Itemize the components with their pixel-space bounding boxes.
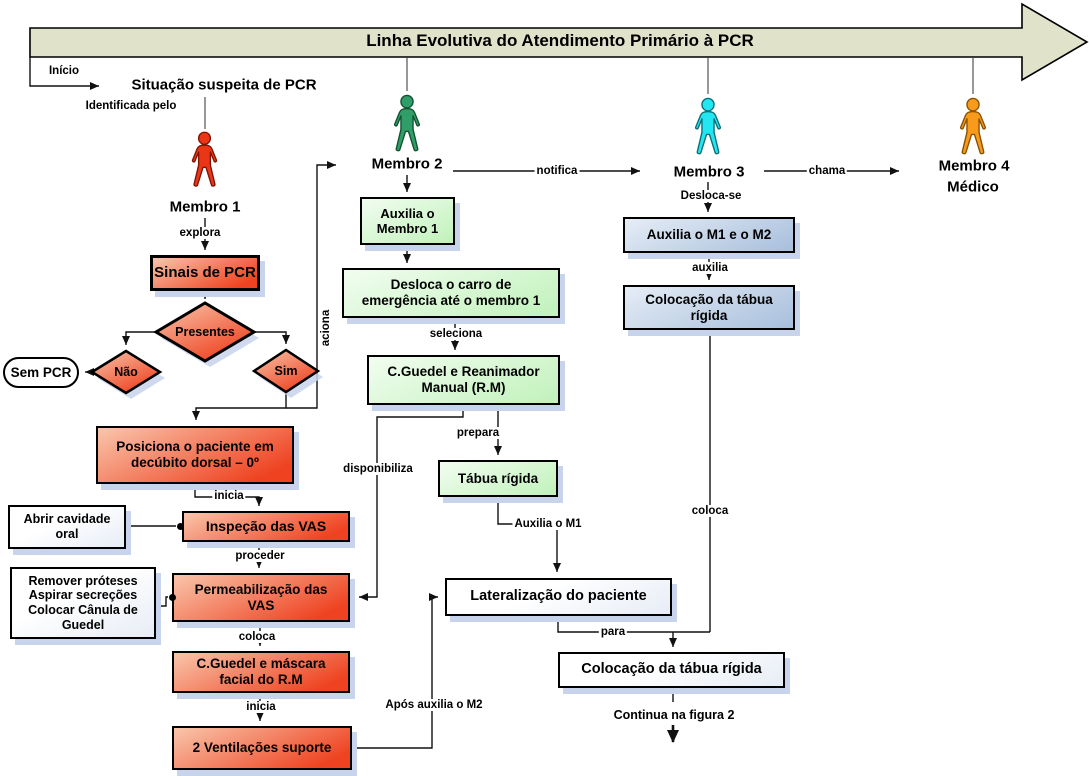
flow-node-posiciona-paciente: Posiciona o paciente em decúbito dorsal … bbox=[96, 426, 294, 484]
diamond-label-presentes: Presentes bbox=[175, 325, 235, 339]
flow-node-tabua-rigida: Tábua rígida bbox=[438, 460, 558, 497]
edge-label-para: para bbox=[598, 626, 628, 638]
diamond-nao bbox=[89, 349, 163, 395]
flow-node-inspecao-vas: Inspeção das VAS bbox=[182, 511, 350, 542]
edge-disponibiliza bbox=[359, 405, 464, 601]
edge-label-inicia-2: inicia bbox=[244, 701, 278, 713]
timeline-title: Linha Evolutiva do Atendimento Primário … bbox=[366, 31, 754, 50]
flow-node-colocacao-tabua-m3: Colocação da tábua rígida bbox=[623, 285, 795, 330]
edge-label-auxilia-o-m1: Auxilia o M1 bbox=[512, 518, 584, 530]
edge-label-auxilia: auxilia bbox=[690, 262, 730, 274]
diamond-sim bbox=[251, 348, 321, 394]
junction-dot bbox=[169, 594, 176, 601]
flow-node-sem-pcr: Sem PCR bbox=[3, 357, 79, 388]
edge-para bbox=[557, 616, 710, 633]
edge-apos-lateralizacao bbox=[352, 593, 438, 749]
flow-node-sinais-pcr: Sinais de PCR bbox=[150, 255, 260, 291]
flow-node-lateralizacao: Lateralização do paciente bbox=[445, 578, 672, 616]
edge-label-chama: chama bbox=[806, 165, 848, 177]
person-icon-membro-4 bbox=[959, 97, 987, 155]
edge-label-coloca-1: coloca bbox=[236, 631, 278, 643]
edge-inicio bbox=[29, 57, 99, 90]
flow-node-auxilia-m1-m2: Auxilia o M1 e o M2 bbox=[623, 217, 795, 253]
label-membro-1: Membro 1 bbox=[169, 198, 241, 216]
note-remover-proteses: Remover próteses Aspirar secreções Coloc… bbox=[10, 567, 156, 639]
junction-dot bbox=[177, 523, 184, 530]
edge-label-coloca-2: coloca bbox=[689, 505, 731, 517]
edge-label-proceder: proceder bbox=[233, 550, 287, 562]
flow-node-ventilacoes-suporte: 2 Ventilações suporte bbox=[172, 726, 352, 770]
diamond-label-sim: Sim bbox=[274, 364, 298, 378]
person-icon-membro-2 bbox=[393, 94, 421, 152]
label-membro-3: Membro 3 bbox=[673, 163, 745, 181]
edge-auxilia-m1-lateralizacao bbox=[497, 497, 561, 572]
person-icon-membro-3 bbox=[694, 97, 722, 155]
flow-node-desloca-carro: Desloca o carro de emergência até o memb… bbox=[342, 268, 560, 318]
timeline-banner-arrow bbox=[29, 2, 1089, 82]
edge-label-inicio: Início bbox=[46, 65, 82, 77]
edge-label-seleciona: seleciona bbox=[427, 328, 485, 340]
edge-presentes-sim bbox=[254, 331, 290, 344]
flow-node-permeabilizacao-vas: Permeabilização das VAS bbox=[172, 573, 350, 622]
flow-node-cguedel-mascara: C.Guedel e máscara facial do R.M bbox=[172, 651, 350, 693]
edge-label-notifica: notifica bbox=[534, 165, 580, 177]
edge-aciona-membro2 bbox=[286, 161, 336, 409]
edge-label-disponibiliza: disponibiliza bbox=[341, 463, 415, 475]
label-medico: Médico bbox=[947, 178, 999, 196]
note-abrir-cavidade-oral: Abrir cavidade oral bbox=[8, 505, 126, 549]
flow-node-auxilia-membro1: Auxilia o Membro 1 bbox=[360, 197, 455, 245]
edge-label-explora: explora bbox=[177, 227, 223, 239]
edge-label-desloca-se: Desloca-se bbox=[678, 190, 744, 202]
person-icon-membro-1 bbox=[191, 131, 218, 187]
edge-presentes-nao bbox=[122, 331, 156, 345]
label-membro-2: Membro 2 bbox=[371, 155, 443, 173]
flow-node-colocacao-tabua: Colocação da tábua rígida bbox=[558, 652, 785, 688]
edge-label-prepara: prepara bbox=[454, 427, 502, 439]
label-identificada-pelo: Identificada pelo bbox=[83, 100, 179, 112]
edge-remover-permeabilizacao bbox=[156, 596, 168, 607]
diamond-label-nao: Não bbox=[114, 365, 138, 379]
label-membro-4: Membro 4 bbox=[938, 157, 1010, 175]
edge-label-continua: Continua na figura 2 bbox=[611, 708, 737, 722]
diamond-presentes bbox=[153, 301, 257, 363]
edge-label-aciona: aciona bbox=[320, 307, 332, 349]
edge-label-inicia-1: inicia bbox=[212, 490, 246, 502]
label-situacao-suspeita: Situação suspeita de PCR bbox=[129, 76, 319, 94]
edge-sim-posiciona bbox=[192, 392, 287, 420]
edge-label-apos-auxilia: Após auxilia o M2 bbox=[383, 699, 485, 711]
flow-node-cguedel-reanimador: C.Guedel e Reanimador Manual (R.M) bbox=[367, 355, 560, 405]
